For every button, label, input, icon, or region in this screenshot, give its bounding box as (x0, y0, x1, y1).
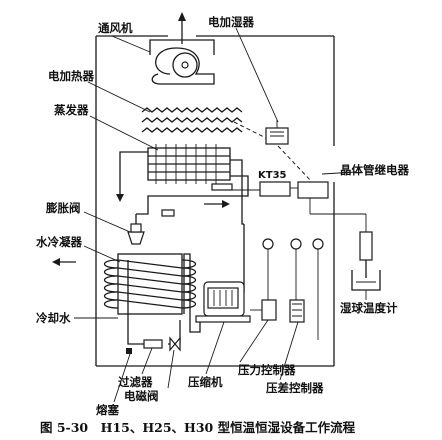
fusible-plug (113, 348, 132, 403)
water-condenser (83, 245, 197, 315)
humidifier-unit (235, 27, 313, 183)
evaporator-coil (89, 115, 231, 184)
electric-heater (87, 81, 267, 139)
label-heater: 电加热器 (48, 69, 94, 83)
thermostat-kt35 (211, 181, 291, 197)
label-fan: 通风机 (98, 21, 133, 35)
label-evaporator: 蒸发器 (54, 103, 89, 117)
label-condenser: 水冷凝器 (36, 235, 82, 249)
label-filter: 过滤器 (118, 375, 153, 389)
label-relay: 晶体管继电器 (340, 163, 409, 177)
diff-pressure-controller (279, 299, 305, 381)
fan-unit (111, 35, 215, 85)
label-cooling-water: 冷却水 (36, 311, 71, 325)
label-thermostat: KT35 (258, 170, 287, 181)
label-pressure-controller: 压力控制器 (238, 363, 296, 377)
wet-bulb-thermometer (351, 231, 381, 300)
air-outlet-arrow (178, 12, 186, 44)
pressure-gauges (262, 238, 324, 340)
transistor-relay (290, 171, 367, 232)
figure-caption: 图 5-30 H15、H25、H30 型恒温恒湿设备工作流程 (40, 420, 356, 435)
label-wet-bulb: 湿球温度计 (340, 301, 398, 315)
air-flow-arrows (52, 184, 230, 266)
pressure-controller (239, 299, 277, 363)
label-diff-pressure-controller: 压差控制器 (266, 381, 324, 395)
label-fusible-plug: 熔塞 (96, 403, 119, 417)
label-humidifier: 电加湿器 (208, 15, 254, 29)
compressor (195, 281, 251, 375)
label-compressor: 压缩机 (188, 375, 223, 389)
label-expansion-valve: 膨胀阀 (45, 201, 81, 215)
filter-and-solenoid (141, 336, 181, 389)
label-solenoid-valve: 电磁阀 (124, 389, 159, 403)
expansion-valve (83, 209, 175, 245)
cabinet-outline (95, 35, 335, 367)
